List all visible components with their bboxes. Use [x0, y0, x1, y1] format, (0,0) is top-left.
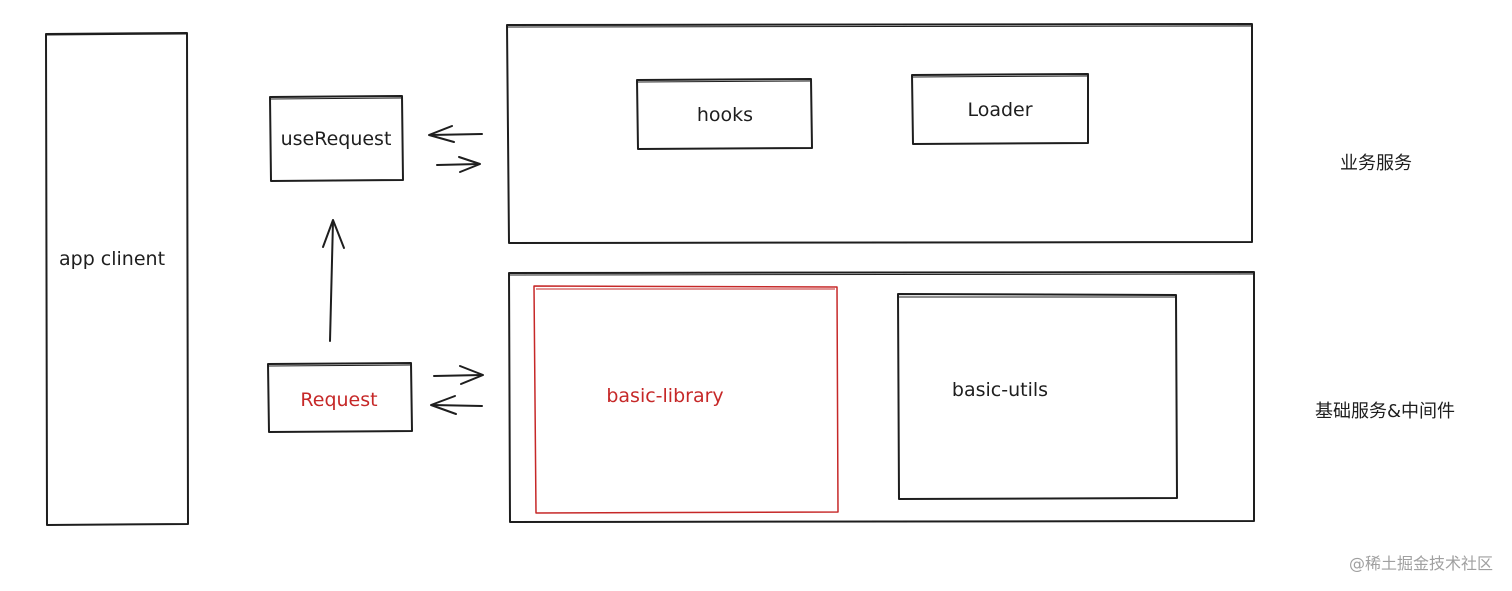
business-to-userequest-arrow	[428, 125, 483, 143]
app-client-box: app clinent	[45, 32, 189, 526]
hooks-box: hooks	[636, 78, 813, 150]
request-to-base-arrow	[433, 365, 484, 385]
basic-utils-box: basic-utils	[897, 293, 1178, 500]
request-label: Request	[300, 389, 377, 411]
base-service-caption: 基础服务&中间件	[1315, 401, 1455, 422]
request-box: Request	[267, 362, 413, 433]
basic-library-box: basic-library	[533, 285, 839, 514]
hooks-label: hooks	[697, 104, 753, 126]
business-service-layer: hooks Loader	[506, 23, 1253, 244]
base-to-request-arrow	[430, 395, 483, 415]
basic-utils-label: basic-utils	[952, 379, 1048, 401]
use-request-label: useRequest	[281, 128, 392, 150]
basic-library-label: basic-library	[606, 385, 723, 407]
business-service-caption: 业务服务	[1340, 153, 1412, 174]
use-request-box: useRequest	[269, 95, 404, 182]
userequest-to-business-arrow	[436, 156, 481, 173]
base-service-layer: basic-library basic-utils	[508, 271, 1255, 523]
app-client-label: app clinent	[59, 248, 165, 270]
loader-box: Loader	[911, 73, 1089, 145]
request-to-userequest-arrow	[322, 219, 345, 342]
loader-label: Loader	[967, 99, 1032, 121]
watermark: @稀土掘金技术社区	[1349, 554, 1493, 573]
